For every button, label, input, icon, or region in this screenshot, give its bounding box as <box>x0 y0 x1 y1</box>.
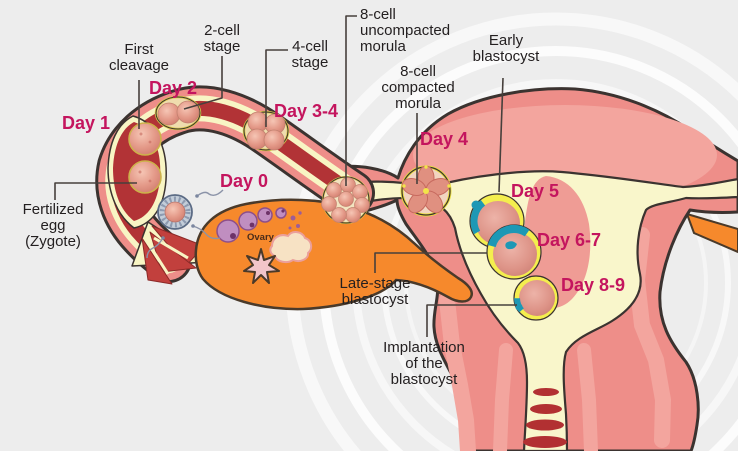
leader-late-stage <box>374 252 487 273</box>
two-cell-stage <box>154 95 202 131</box>
day1-zygote-cells <box>128 122 162 194</box>
label-fertilized-egg: Fertilized egg (Zygote) <box>22 201 84 251</box>
ovary <box>194 198 473 311</box>
uncompacted-morula <box>321 176 370 224</box>
blastocyst-day8-9 <box>513 275 559 321</box>
label-day-6-7: Day 6-7 <box>537 230 602 250</box>
label-implantation: Implantation of the blastocyst <box>383 339 465 389</box>
label-eight-cell-compacted: 8-cell compacted morula <box>381 63 455 113</box>
label-two-cell-stage: 2-cell stage <box>203 22 241 56</box>
leader-lines <box>54 15 517 337</box>
label-four-cell-stage: 4-cell stage <box>291 38 329 72</box>
label-day-4: Day 4 <box>420 129 469 149</box>
right-ligament-band <box>685 212 738 254</box>
label-eight-cell-uncompacted: 8-cell uncompacted morula <box>360 6 451 56</box>
label-day-3-4: Day 3-4 <box>274 101 339 121</box>
sperm-cells <box>146 189 224 259</box>
label-day-5: Day 5 <box>511 181 560 201</box>
compacted-morula <box>400 165 452 217</box>
ovarian-follicles <box>216 207 302 243</box>
leader-four-cell <box>265 49 288 127</box>
label-day-1: Day 1 <box>62 113 111 133</box>
leader-fertilized-egg <box>54 182 137 200</box>
label-day-2: Day 2 <box>149 78 198 98</box>
label-first-cleavage: First cleavage <box>108 41 170 75</box>
label-ovary: Ovary <box>247 232 274 243</box>
label-early-blastocyst: Early blastocyst <box>472 32 540 66</box>
label-day-8-9: Day 8-9 <box>561 275 626 295</box>
label-late-stage-blastocyst: Late-stage blastocyst <box>339 275 411 309</box>
fimbriae <box>131 221 211 285</box>
corpus-luteum <box>269 231 313 264</box>
leader-two-cell <box>183 56 223 110</box>
label-day-0: Day 0 <box>220 171 269 191</box>
corpus-albicans-star <box>243 248 280 284</box>
egg-corona-radiata <box>157 194 193 230</box>
leader-early-blastocyst <box>498 77 504 193</box>
leader-implantation <box>426 304 517 337</box>
leader-eight-uncompacted <box>345 15 357 186</box>
blastocyst-day6-7 <box>486 224 542 280</box>
endometrial-mass <box>524 176 591 309</box>
cervical-ridges <box>523 388 567 448</box>
